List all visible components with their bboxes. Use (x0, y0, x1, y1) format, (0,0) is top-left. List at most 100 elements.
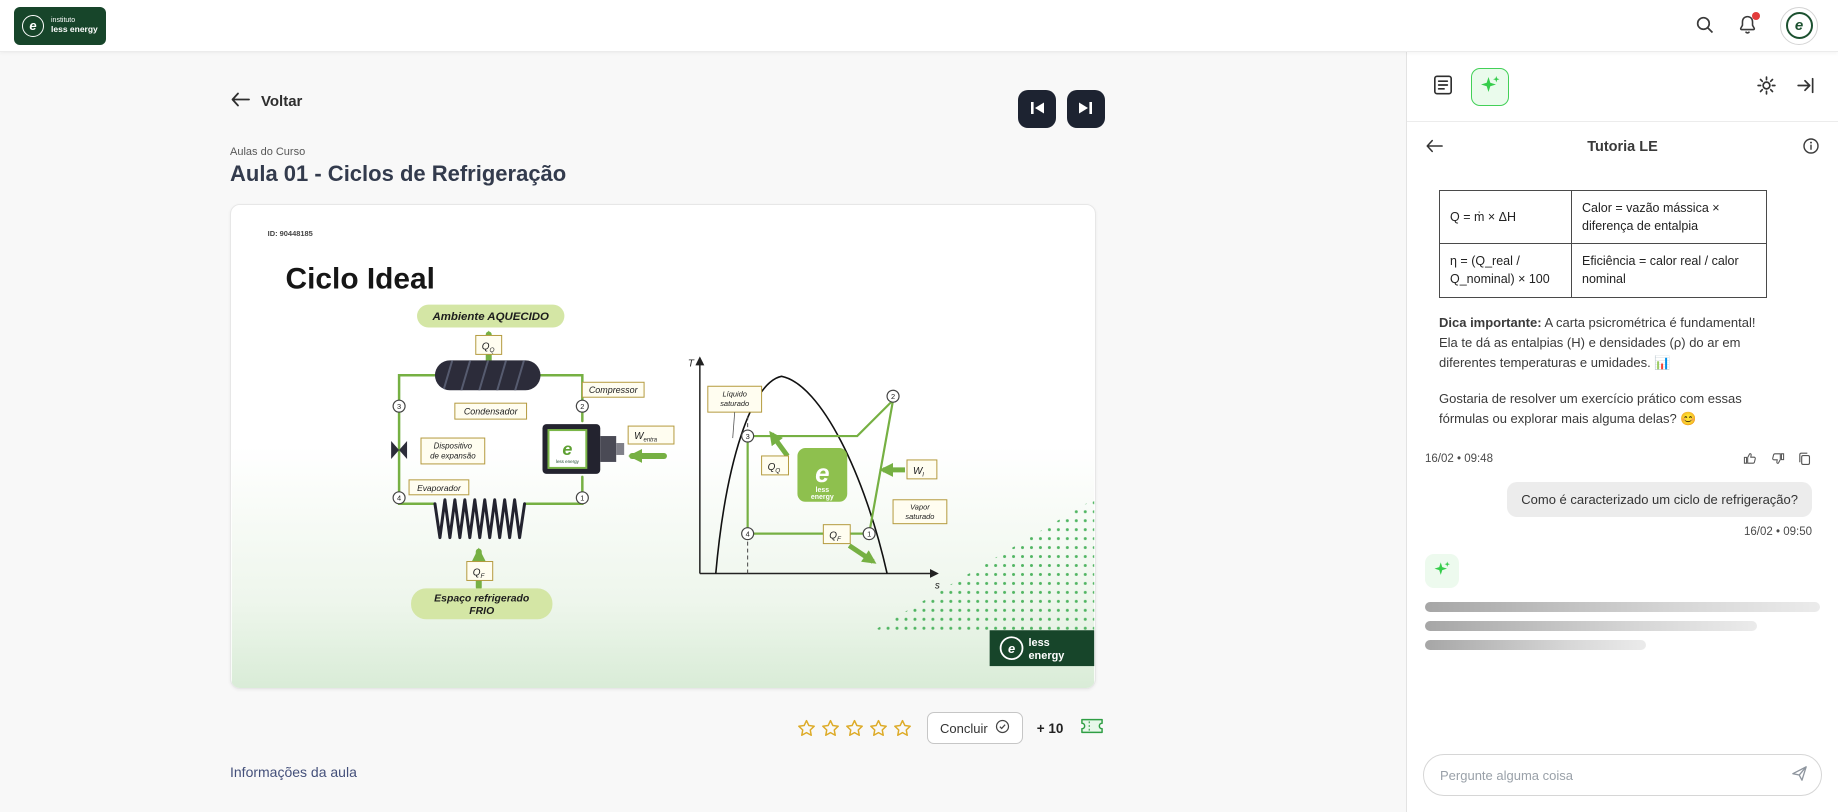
saturation-dome (714, 375, 888, 574)
star-3-icon[interactable] (844, 718, 865, 739)
next-slide-button[interactable] (1067, 90, 1105, 128)
ts-work-label: Wl (906, 459, 938, 480)
skeleton-bar (1425, 621, 1757, 632)
expansion-valve-graphic (391, 441, 408, 459)
svg-text:QQ: QQ (768, 462, 781, 474)
svg-text:Condensador: Condensador (464, 407, 519, 417)
conclude-button[interactable]: Concluir (927, 712, 1023, 744)
svg-text:QF: QF (473, 567, 486, 579)
star-2-icon[interactable] (820, 718, 841, 739)
w-in-label: Wentra (627, 425, 675, 445)
page-content: Voltar Aulas do Curso Aula 01 - Ciclos d… (0, 52, 1838, 812)
search-icon (1694, 14, 1715, 38)
rating-stars (796, 718, 913, 739)
svg-text:e: e (1008, 641, 1015, 656)
thumbs-up-button[interactable] (1743, 451, 1758, 466)
sparkle-icon (1478, 73, 1502, 100)
condenser-label: Condensador (454, 402, 528, 420)
tutor-info-button[interactable] (1802, 137, 1820, 158)
search-button[interactable] (1694, 14, 1715, 38)
ai-tutor-button[interactable] (1471, 67, 1509, 106)
svg-text:FRIO: FRIO (469, 606, 494, 617)
ts-vapor-label: Vapor saturado (892, 499, 948, 525)
content-list-button[interactable] (1431, 73, 1455, 100)
tutor-title: Tutoria LE (1587, 139, 1658, 155)
conclude-label: Concluir (940, 720, 988, 736)
table-row: Q = ṁ × ΔH Calor = vazão mássica × difer… (1439, 189, 1767, 245)
topbar: e instituto less energy e (0, 0, 1838, 52)
svg-text:Vapor: Vapor (910, 503, 930, 512)
slide-card: ID: 90448185 Ciclo Ideal Ambiente AQU (230, 204, 1096, 689)
svg-text:saturado: saturado (720, 399, 749, 408)
send-button[interactable] (1790, 764, 1809, 786)
condenser-graphic (434, 360, 541, 391)
brand-text: instituto less energy (51, 17, 98, 35)
sparkle-avatar-icon (1432, 559, 1452, 584)
topbar-actions: e (1694, 6, 1818, 45)
table-row: η = (Q_real / Q_nominal) × 100 Eficiênci… (1439, 243, 1767, 298)
evaporator-label: Evaporador (408, 479, 470, 496)
star-5-icon[interactable] (892, 718, 913, 739)
brand-e-icon: e (22, 14, 44, 37)
bot-timestamp: 16/02 • 09:48 (1425, 452, 1493, 465)
notifications-button[interactable] (1737, 11, 1760, 38)
compressor-graphic: e less energy (542, 424, 625, 474)
user-avatar[interactable]: e (1780, 6, 1818, 45)
slide-title: Ciclo Ideal (286, 263, 435, 296)
bell-icon (1737, 14, 1758, 38)
points-label: + 10 (1036, 720, 1064, 736)
svg-text:de expansão: de expansão (430, 451, 476, 460)
collapse-panel-button[interactable] (1795, 75, 1816, 99)
meaning-cell: Eficiência = calor real / calor nominal (1571, 243, 1767, 298)
slide-navigation (1018, 90, 1105, 128)
user-message-row: Como é caracterizado um ciclo de refrige… (1425, 482, 1820, 518)
bot-avatar (1425, 554, 1459, 589)
svg-text:Espaço refrigerado: Espaço refrigerado (434, 593, 530, 604)
skeleton-bar (1425, 640, 1647, 651)
back-arrow-icon (230, 92, 250, 111)
skip-previous-icon (1026, 97, 1048, 122)
lesson-info-link[interactable]: Informações da aula (230, 764, 357, 780)
tutor-sidebar: Tutoria LE Q = ṁ × ΔH Calor = vazão máss… (1406, 52, 1838, 812)
svg-text:less energy: less energy (556, 459, 580, 464)
settings-button[interactable] (1756, 75, 1777, 99)
svg-text:Líquido: Líquido (722, 390, 746, 399)
svg-text:saturado: saturado (905, 512, 934, 521)
previous-slide-button[interactable] (1018, 90, 1056, 128)
svg-text:2: 2 (580, 402, 584, 411)
bot-typing-indicator (1425, 554, 1820, 651)
svg-text:1: 1 (867, 529, 871, 538)
star-1-icon[interactable] (796, 718, 817, 739)
star-4-icon[interactable] (868, 718, 889, 739)
svg-text:less: less (816, 487, 830, 494)
slide-id: ID: 90448185 (268, 229, 313, 238)
compressor-logo-e: e (562, 439, 572, 459)
tutor-input-area (1407, 742, 1838, 812)
svg-text:Ambiente AQUECIDO: Ambiente AQUECIDO (431, 311, 549, 323)
chat-input[interactable] (1423, 754, 1822, 796)
hot-environment-label: Ambiente AQUECIDO (417, 304, 565, 328)
cold-space-label: Espaço refrigerado FRIO (411, 588, 553, 620)
svg-text:4: 4 (746, 529, 750, 538)
thumbs-down-button[interactable] (1770, 451, 1785, 466)
back-link[interactable]: Voltar (230, 92, 302, 111)
tutor-toolbar-right (1756, 75, 1816, 99)
ts-q-cold-label: QF (822, 524, 851, 545)
tutor-toolbar (1407, 52, 1838, 122)
copy-message-button[interactable] (1797, 451, 1812, 466)
svg-text:QQ: QQ (482, 341, 495, 353)
app-logo[interactable]: e instituto less energy (14, 6, 106, 45)
lesson-actions: Concluir + 10 (796, 712, 1107, 744)
svg-text:4: 4 (397, 494, 401, 503)
tutor-back-button[interactable] (1425, 139, 1443, 156)
content-list-icon (1431, 73, 1455, 100)
message-feedback (1743, 451, 1812, 466)
user-message-bubble: Como é caracterizado um ciclo de refrige… (1507, 482, 1812, 518)
s-axis-label: s (935, 580, 940, 591)
svg-text:3: 3 (397, 402, 401, 411)
svg-text:e: e (815, 460, 829, 488)
breadcrumb: Aulas do Curso (230, 146, 306, 158)
svg-text:less: less (1028, 637, 1049, 649)
cycle-state-points: 1 2 3 4 (392, 399, 589, 505)
svg-text:3: 3 (746, 432, 750, 441)
